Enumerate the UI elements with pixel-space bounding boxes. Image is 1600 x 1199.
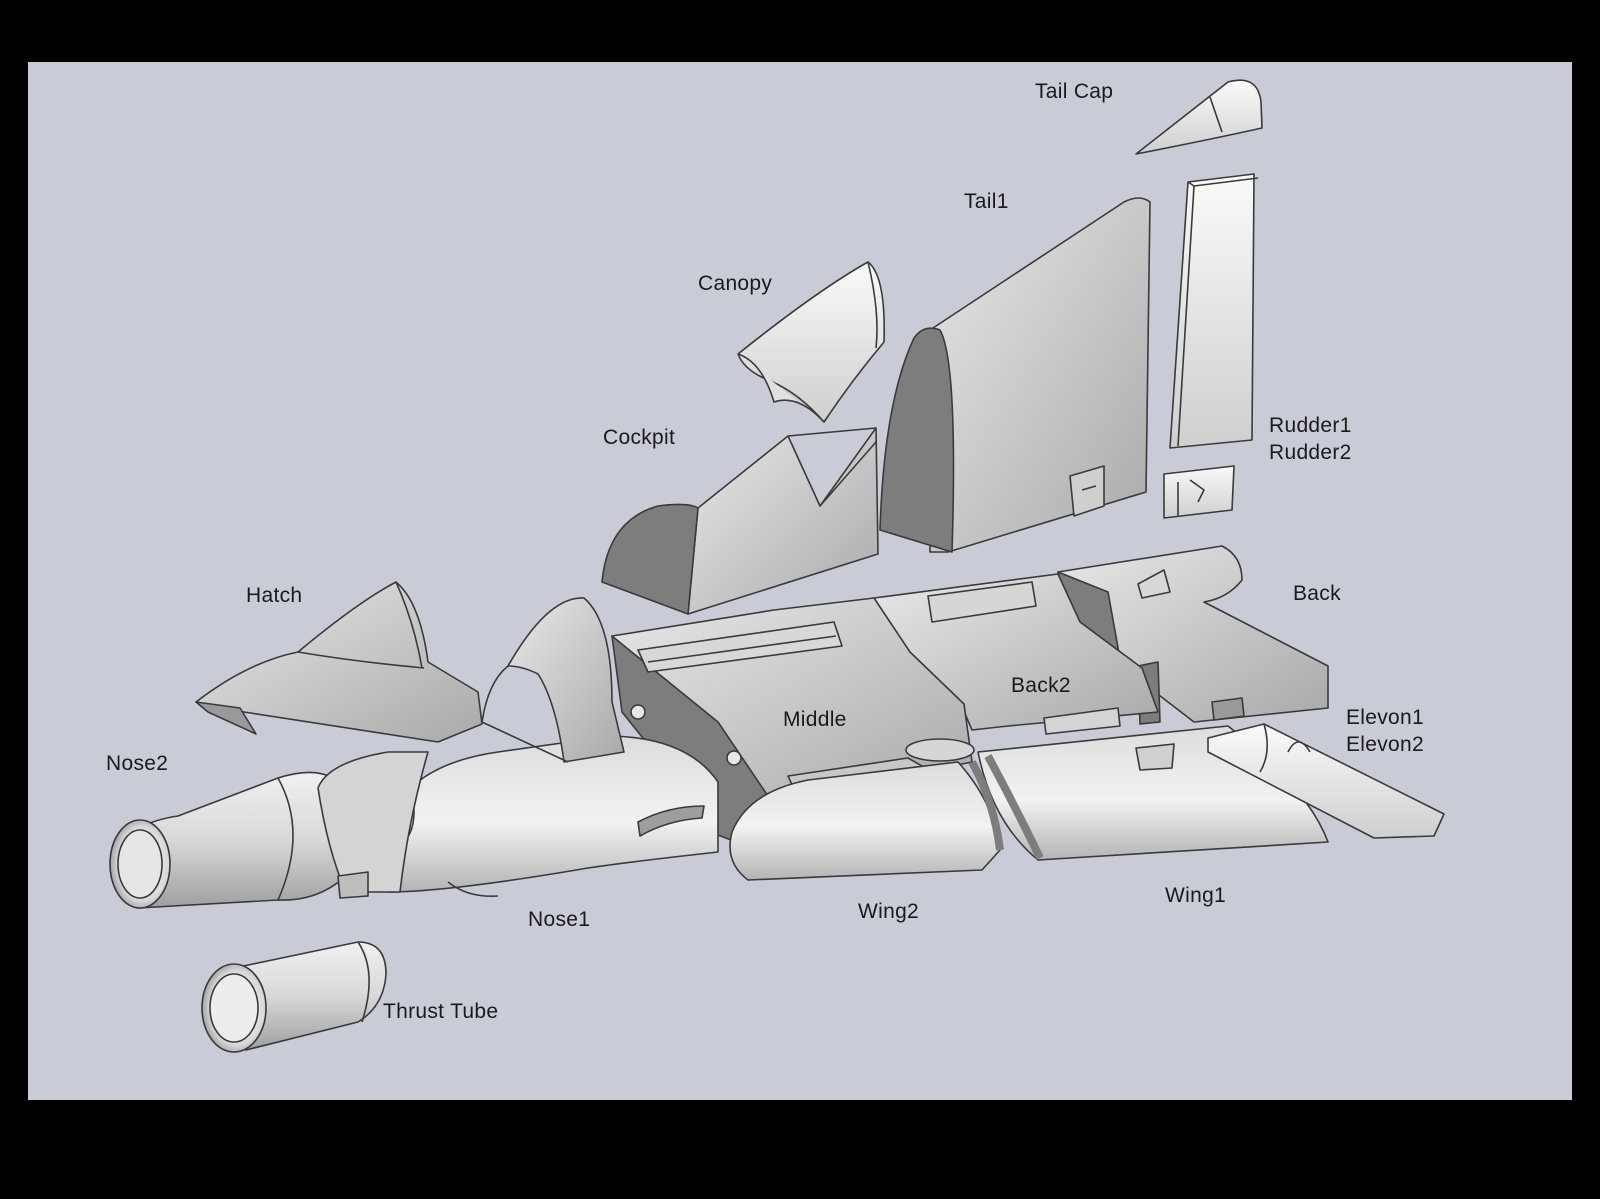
- tail1-part: [879, 197, 1151, 553]
- label-thrust-tube: Thrust Tube: [383, 1000, 499, 1023]
- label-rudder1: Rudder1: [1269, 414, 1352, 437]
- canopy-part: [737, 261, 885, 423]
- label-cockpit: Cockpit: [603, 426, 676, 449]
- label-back: Back: [1293, 582, 1341, 605]
- label-tail-cap: Tail Cap: [1035, 80, 1114, 103]
- nose2-part: [109, 751, 429, 909]
- label-elevon2: Elevon2: [1346, 733, 1424, 756]
- label-back2: Back2: [1011, 674, 1071, 697]
- label-tail1: Tail1: [964, 190, 1009, 213]
- middle-part: [611, 597, 975, 855]
- hatch-part: [195, 581, 483, 743]
- label-elevons: Elevon1 Elevon2: [1346, 704, 1424, 758]
- cockpit-part: [601, 427, 879, 615]
- rudder1-part: [1169, 173, 1259, 449]
- label-middle: Middle: [783, 708, 847, 731]
- exploded-aircraft-drawing: [109, 79, 1445, 1053]
- elevon-part: [1207, 723, 1445, 839]
- thrust-tube-part: [201, 941, 387, 1053]
- tail-cap-part: [1135, 79, 1263, 155]
- label-rudder2: Rudder2: [1269, 441, 1352, 464]
- wing2-part: [729, 760, 1004, 881]
- label-canopy: Canopy: [698, 272, 773, 295]
- label-elevon1: Elevon1: [1346, 706, 1424, 729]
- label-wing1: Wing1: [1165, 884, 1227, 907]
- label-nose1: Nose1: [528, 908, 591, 931]
- label-wing2: Wing2: [858, 900, 920, 923]
- label-hatch: Hatch: [246, 584, 303, 607]
- diagram-canvas: Tail Cap Tail1 Canopy Cockpit Rudder1 Ru…: [28, 62, 1572, 1100]
- label-nose2: Nose2: [106, 752, 169, 775]
- label-rudders: Rudder1 Rudder2: [1269, 412, 1352, 466]
- rudder2-part: [1163, 465, 1235, 519]
